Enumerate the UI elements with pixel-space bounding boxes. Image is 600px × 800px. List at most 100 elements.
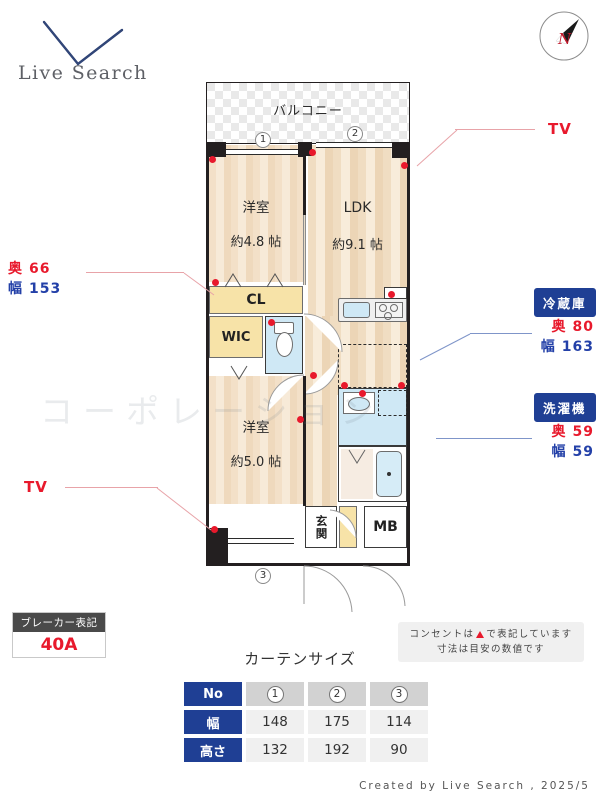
room-ldk-size: 約9.1 帖 <box>332 238 383 253</box>
washer-width-value: 59 <box>572 444 594 460</box>
curtain-table-title: カーテンサイズ <box>244 650 356 668</box>
breaker-title: ブレーカー表記 <box>13 613 105 632</box>
sliding-door-b1-ldk <box>303 215 306 285</box>
entrance-label: 玄関 <box>305 506 337 548</box>
closet-cl <box>209 286 303 314</box>
changing-area-mark <box>348 449 366 464</box>
outlet-washroom-right <box>398 382 405 389</box>
outer-wall-right <box>407 142 410 566</box>
curtain-size-table: No 1 2 3 幅 148 175 114 高さ 132 192 90 <box>180 678 432 766</box>
curtain-height-2: 192 <box>308 738 366 762</box>
room-bedroom-1-size: 約4.8 帖 <box>230 235 282 250</box>
wall-b1-top-left-stub <box>206 142 226 157</box>
outlet-washroom-mid <box>359 390 366 397</box>
meter-box-label: MB <box>373 519 398 535</box>
meter-box <box>364 506 407 548</box>
outlet-ldk-topright <box>401 162 408 169</box>
legend-note-suffix: で表記しています <box>486 629 573 640</box>
leader-fridge <box>470 333 532 334</box>
closet-depth-row: 奥 66 <box>8 258 61 278</box>
legend-note: コンセントはで表記しています 寸法は目安の数値です <box>398 622 584 662</box>
washer-depth-value: 59 <box>572 424 594 440</box>
fridge-width-key: 幅 <box>540 339 556 355</box>
toilet-bowl <box>276 332 293 357</box>
vanity-basin <box>348 397 370 411</box>
refrigerator-space <box>338 344 407 388</box>
bath-drain <box>387 472 391 476</box>
outlet-closet-cl <box>212 279 219 286</box>
closet-cl-door-marks <box>224 273 284 288</box>
curtain-header-no: No <box>184 682 242 706</box>
room-bedroom-1 <box>209 145 303 282</box>
wall-partition-bedroom-2 <box>303 376 306 506</box>
curtain-header-width: 幅 <box>184 710 242 734</box>
balcony-label: バルコニー <box>273 104 343 119</box>
window-ldk <box>316 142 394 148</box>
curtain-width-1: 148 <box>246 710 304 734</box>
outer-wall-bottom <box>206 563 410 566</box>
curtain-width-2: 175 <box>308 710 366 734</box>
stove-burner-3 <box>384 312 392 320</box>
closet-width-value: 153 <box>29 281 62 297</box>
closet-depth-value: 66 <box>29 261 51 277</box>
window-number-2: 2 <box>347 126 363 142</box>
washing-machine-space <box>378 390 407 416</box>
window-bedroom-2 <box>228 538 294 544</box>
table-row-width: 幅 148 175 114 <box>184 710 428 734</box>
table-row-height: 高さ 132 192 90 <box>184 738 428 762</box>
kitchen-sink <box>343 302 370 318</box>
hallway <box>305 316 337 506</box>
stove-burner-1 <box>379 304 387 312</box>
curtain-header-height: 高さ <box>184 738 242 762</box>
leader-tv-right <box>455 129 535 130</box>
washer-depth-row: 奥 59 <box>534 421 594 441</box>
footer-credit: Created by Live Search , 2025/5 <box>359 780 590 792</box>
outlet-bedroom-2-right <box>297 416 304 423</box>
fridge-width-value: 163 <box>561 339 594 355</box>
wall-b2-bottom-left-stub <box>206 528 228 566</box>
room-bedroom-2-size: 約5.0 帖 <box>230 455 282 470</box>
bath-tub <box>376 451 402 497</box>
floor-plan: バルコニー 洋室 約4.8 帖 1 LDK 約9.1 帖 2 CL WIC <box>198 76 418 613</box>
wall-ldk-top-right-stub <box>392 142 410 158</box>
checkmark-v-icon <box>42 20 124 66</box>
window-bedroom-1 <box>226 149 298 155</box>
outer-wall-left <box>206 142 209 566</box>
curtain-col-1: 1 <box>246 682 304 706</box>
outlet-toilet <box>268 319 275 326</box>
window-number-3: 3 <box>255 568 271 584</box>
entrance-label-text: 玄関 <box>314 514 329 540</box>
legend-note-line-1: コンセントはで表記しています <box>410 627 573 642</box>
closet-width-key: 幅 <box>8 281 23 297</box>
leader-tv-left-diagonal <box>156 487 212 531</box>
closet-cl-label: CL <box>246 292 266 308</box>
legend-note-prefix: コンセントは <box>409 629 475 640</box>
closet-dimensions: 奥 66 幅 153 <box>8 258 61 298</box>
curtain-width-3: 114 <box>370 710 428 734</box>
wall-b1-top-right-stub <box>298 142 306 157</box>
compass-north-icon: N <box>536 8 592 64</box>
outlet-ldk-topleft <box>309 149 316 156</box>
washer-tag: 洗濯機 <box>534 393 596 422</box>
outlet-washroom-left <box>341 382 348 389</box>
brand-logo-text: Live Search <box>18 62 148 84</box>
closet-depth-key: 奥 <box>8 261 23 277</box>
room-ldk-name: LDK <box>343 200 372 216</box>
curtain-col-3-circle: 3 <box>390 686 408 703</box>
washer-depth-key: 奥 <box>551 424 567 440</box>
compass-label: N <box>557 30 572 48</box>
entry-door-swing-outer <box>303 565 353 613</box>
leader-tv-left <box>65 487 158 488</box>
outlet-symbol-icon <box>476 631 485 638</box>
wall-partition-b1-ldk <box>303 145 306 215</box>
wall-ldk-top-left-stub <box>306 142 312 156</box>
curtain-height-3: 90 <box>370 738 428 762</box>
changing-area <box>341 449 373 499</box>
bedroom-2-closet-mark <box>230 365 248 380</box>
closet-width-row: 幅 153 <box>8 278 61 298</box>
leader-closet-diagonal <box>183 272 215 296</box>
curtain-col-2-circle: 2 <box>328 686 346 703</box>
